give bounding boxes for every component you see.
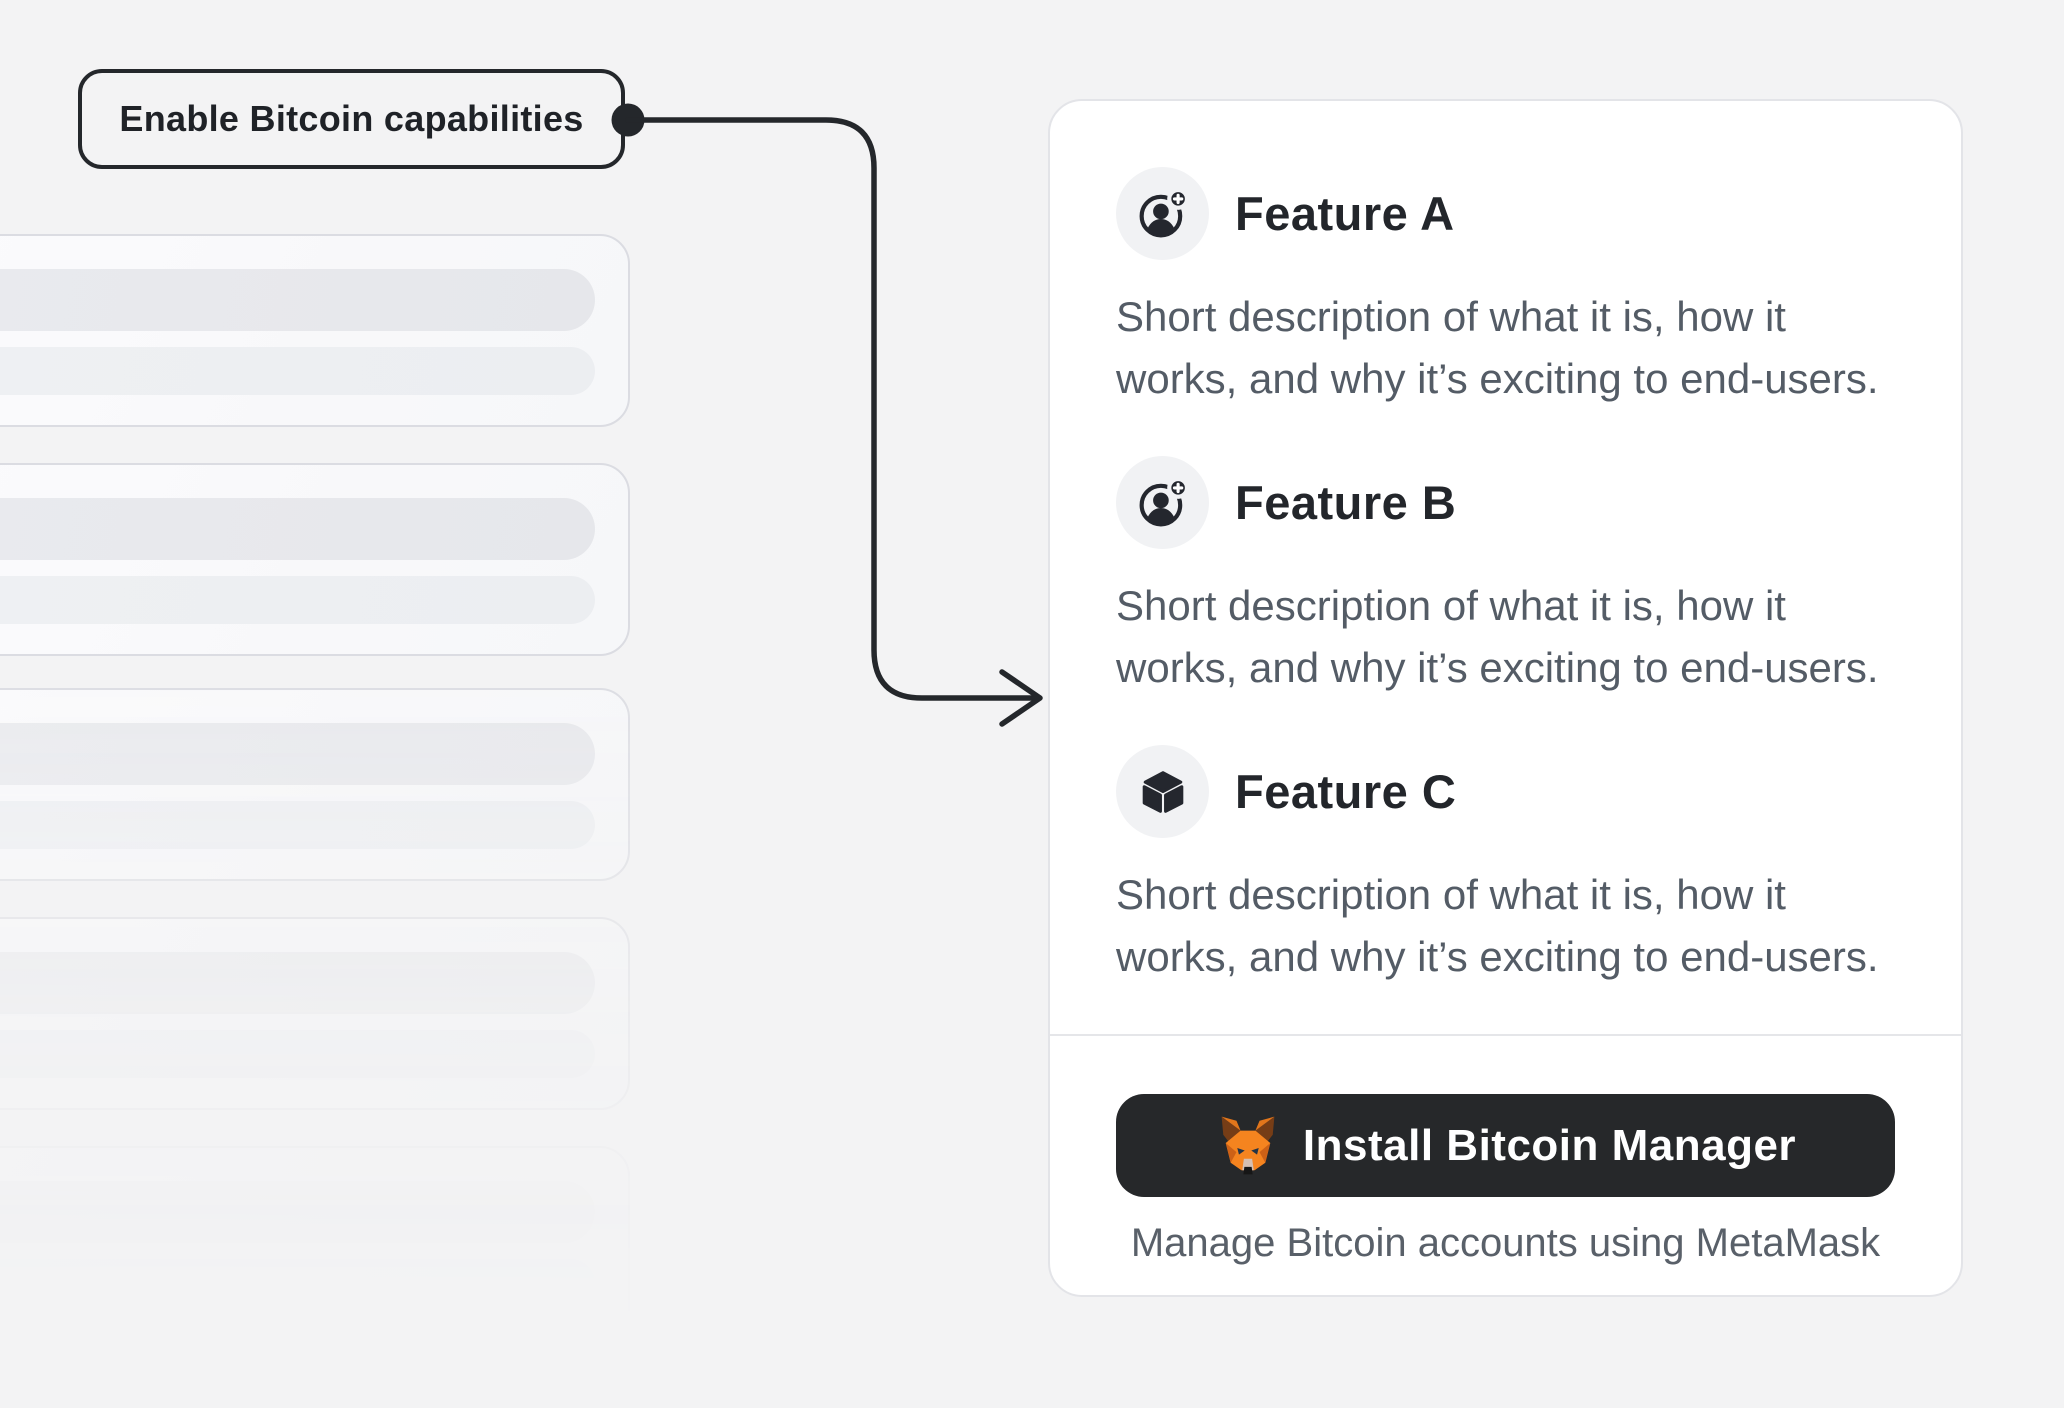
skeleton-bar-secondary bbox=[0, 1259, 595, 1307]
skeleton-bar-primary bbox=[0, 723, 595, 785]
install-button[interactable]: Install Bitcoin Manager bbox=[1116, 1094, 1895, 1197]
skeleton-card bbox=[0, 234, 630, 427]
skeleton-card bbox=[0, 917, 630, 1110]
skeleton-bar-primary bbox=[0, 1181, 595, 1243]
feature-icon-circle bbox=[1116, 745, 1209, 838]
skeleton-bar-secondary bbox=[0, 576, 595, 624]
feature-description: Short description of what it is, how it … bbox=[1116, 871, 1879, 980]
skeleton-card bbox=[0, 1146, 630, 1339]
features-card: Feature A Short description of what it i… bbox=[1048, 99, 1963, 1297]
metamask-fox-icon bbox=[1221, 1116, 1275, 1175]
feature-row: Feature B bbox=[1116, 456, 1895, 549]
feature-description: Short description of what it is, how it … bbox=[1116, 582, 1879, 691]
user-add-icon bbox=[1139, 477, 1188, 526]
feature-row: Feature A bbox=[1116, 167, 1895, 260]
feature-description: Short description of what it is, how it … bbox=[1116, 293, 1879, 402]
skeleton-card bbox=[0, 688, 630, 881]
feature-item: Feature C Short description of what it i… bbox=[1116, 745, 1895, 988]
feature-icon-circle bbox=[1116, 456, 1209, 549]
skeleton-card bbox=[0, 463, 630, 656]
feature-title: Feature B bbox=[1235, 476, 1457, 529]
install-button-label: Install Bitcoin Manager bbox=[1302, 1120, 1797, 1170]
arrowhead-icon bbox=[999, 669, 1043, 727]
feature-row: Feature C bbox=[1116, 745, 1895, 838]
user-add-icon bbox=[1139, 188, 1188, 237]
callout-label: Enable Bitcoin capabilities bbox=[78, 69, 625, 169]
skeleton-column bbox=[0, 234, 700, 1350]
features-list: Feature A Short description of what it i… bbox=[1116, 167, 1895, 988]
skeleton-bar-primary bbox=[0, 269, 595, 331]
feature-icon-circle bbox=[1116, 167, 1209, 260]
card-footer: Install Bitcoin Manager Manage Bitcoin a… bbox=[1116, 1036, 1895, 1266]
skeleton-bar-secondary bbox=[0, 801, 595, 849]
install-caption: Manage Bitcoin accounts using MetaMask bbox=[1130, 1221, 1881, 1265]
feature-item: Feature A Short description of what it i… bbox=[1116, 167, 1895, 410]
skeleton-bar-primary bbox=[0, 952, 595, 1014]
feature-title: Feature A bbox=[1235, 187, 1455, 240]
cube-icon bbox=[1142, 770, 1183, 813]
feature-title: Feature C bbox=[1235, 765, 1457, 818]
skeleton-bar-primary bbox=[0, 498, 595, 560]
feature-item: Feature B Short description of what it i… bbox=[1116, 456, 1895, 699]
skeleton-bar-secondary bbox=[0, 1030, 595, 1078]
divider bbox=[1050, 1034, 1961, 1036]
skeleton-bar-secondary bbox=[0, 347, 595, 395]
